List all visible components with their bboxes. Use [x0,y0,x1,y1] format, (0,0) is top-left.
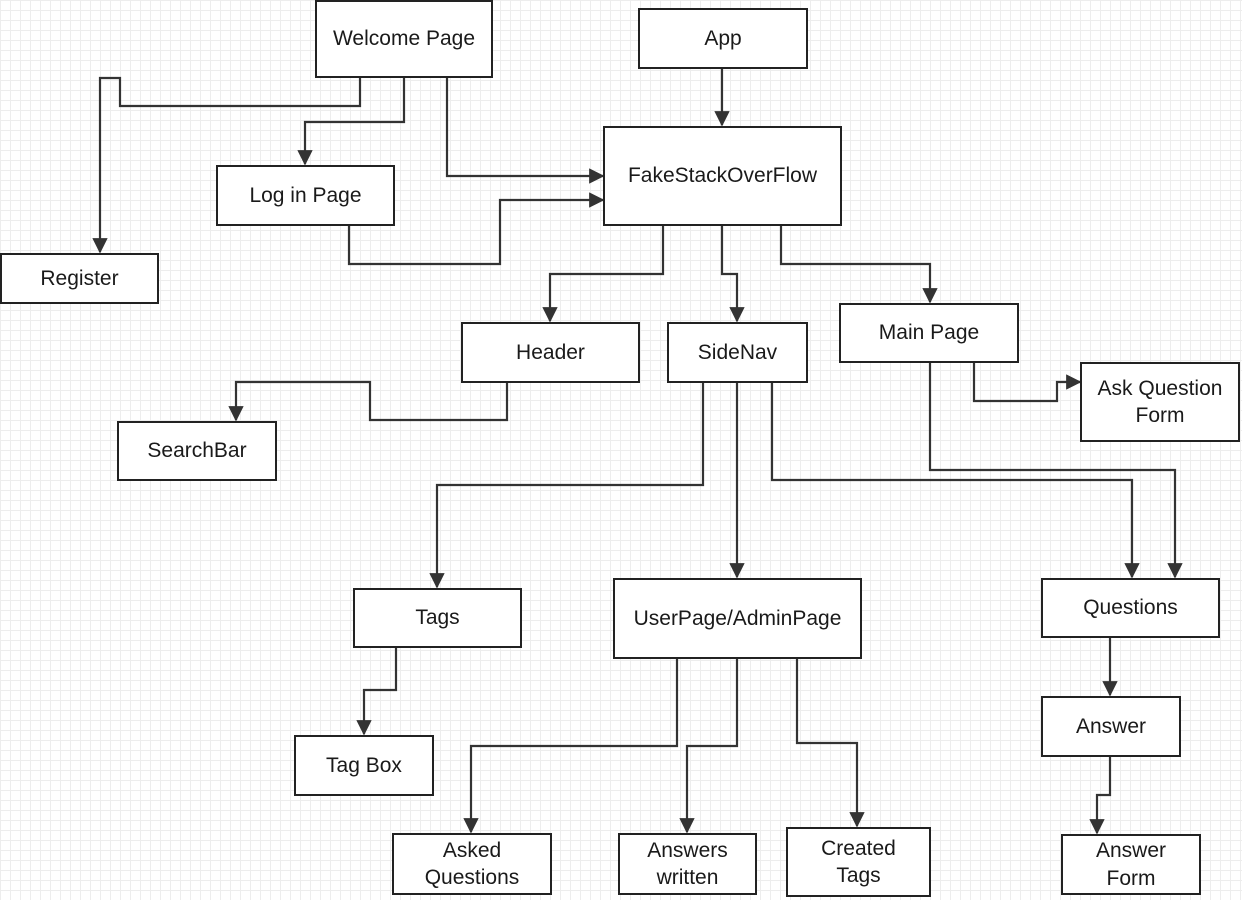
node-tag-box: Tag Box [294,735,434,796]
edge-fakestackoverflow-to-sidenav [720,226,745,323]
node-tags: Tags [353,588,522,648]
node-register: Register [0,253,159,304]
edge-userpage-to-createdtags [795,659,865,828]
edge-fakestackoverflow-to-header [542,226,665,323]
edge-fakestackoverflow-to-mainpage [779,226,938,304]
node-welcome-page: Welcome Page [315,0,493,78]
edge-tags-to-tagbox [356,648,398,736]
node-questions: Questions [1041,578,1220,638]
edge-answer-to-answerform [1089,757,1112,835]
node-answers-written: Answers written [618,833,757,895]
edge-welcome-to-register [92,76,362,254]
node-ask-question-form: Ask Question Form [1080,362,1240,442]
node-fakestackoverflow: FakeStackOverFlow [603,126,842,226]
edge-sidenav-to-questions [770,383,1140,579]
edge-mainpage-to-askquestionform [972,363,1082,403]
node-searchbar: SearchBar [117,421,277,481]
node-userpage-adminpage: UserPage/AdminPage [613,578,862,659]
edge-welcome-to-login [297,78,406,166]
node-main-page: Main Page [839,303,1019,363]
edge-login-to-fakestackoverflow [347,192,605,266]
node-log-in-page: Log in Page [216,165,395,226]
node-answer-form: Answer Form [1061,834,1201,895]
node-created-tags: Created Tags [786,827,931,897]
edge-sidenav-to-tags [429,383,705,589]
edge-userpage-to-askedquestions [463,659,679,834]
edge-mainpage-to-questions [928,363,1183,579]
node-header: Header [461,322,640,383]
node-sidenav: SideNav [667,322,808,383]
edge-welcome-to-fakestackoverflow [445,78,605,184]
edge-userpage-to-answerswritten [679,659,739,834]
node-app: App [638,8,808,69]
node-answer: Answer [1041,696,1181,757]
edge-header-to-searchbar [228,380,509,422]
node-asked-questions: Asked Questions [392,833,552,895]
